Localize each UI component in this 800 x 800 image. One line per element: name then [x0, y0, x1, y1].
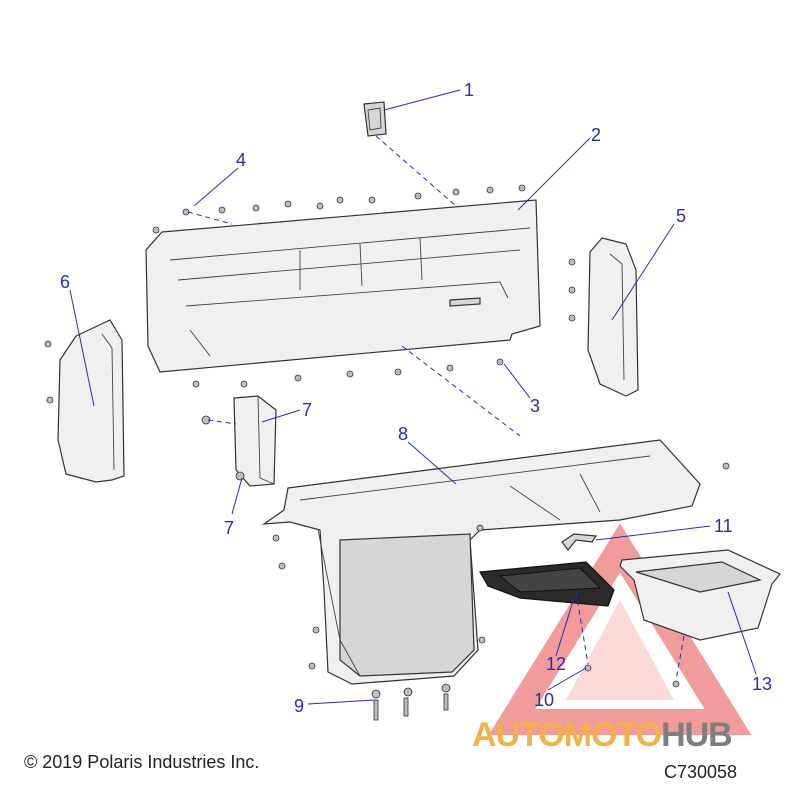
callout-7-lower: 9 — [294, 696, 304, 716]
callout-4: 5 — [676, 206, 686, 226]
fastener-set-2 — [192, 358, 504, 388]
watermark-text: AUTOMOTOHUB — [472, 716, 733, 755]
callout-13: 1 — [464, 80, 474, 100]
callout-2: 3 — [530, 396, 540, 416]
callout-1: 2 — [591, 125, 601, 145]
assembly-lines — [187, 135, 685, 681]
part-5-left-side-panel — [44, 319, 125, 483]
part-4-right-side-panel — [568, 237, 639, 397]
fastener-set-7 — [371, 683, 451, 721]
callout-5: 6 — [60, 272, 70, 292]
callout-3: 4 — [236, 150, 246, 170]
part-9-fastener — [584, 664, 592, 672]
part-11-tray — [479, 561, 615, 607]
watermark-logo — [488, 523, 752, 735]
watermark-text-hub: HUB — [661, 716, 733, 754]
callout-12: 13 — [752, 674, 772, 694]
callout-6: 7 — [302, 400, 312, 420]
callout-leaders — [69, 89, 757, 705]
part-8-cargo-floor — [261, 439, 730, 685]
callout-10: 11 — [714, 516, 733, 536]
part-13-bracket — [363, 101, 387, 137]
part-12-storage-bin — [619, 549, 781, 688]
part-10-latch — [561, 533, 598, 551]
callout-7-upper: 7 — [224, 518, 234, 538]
watermark-text-automoto: AUTOMOTO — [472, 716, 662, 754]
figure-code: C730058 — [664, 762, 738, 782]
callout-11: 12 — [546, 654, 566, 674]
part-6-pad — [201, 395, 277, 487]
callout-labels: 1 2 3 4 5 6 7 7 8 9 10 11 12 13 — [60, 80, 772, 716]
callout-8: 8 — [398, 424, 408, 444]
part-1-rear-panel — [145, 199, 541, 373]
copyright-notice: © 2019 Polaris Industries Inc. — [24, 752, 260, 772]
callout-9: 10 — [534, 690, 554, 710]
fastener-set-3 — [152, 184, 526, 234]
